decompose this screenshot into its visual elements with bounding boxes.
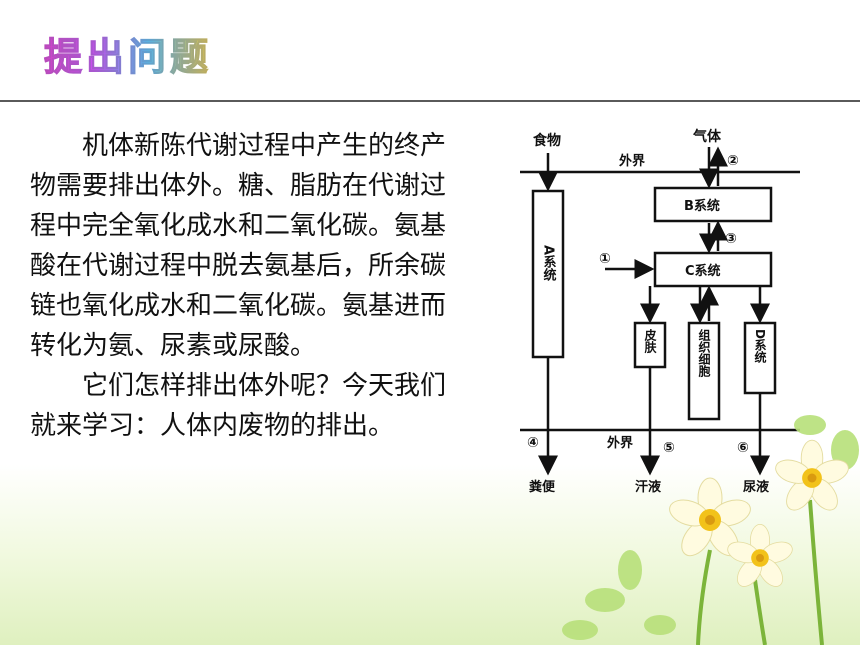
label-num3: ③ xyxy=(725,231,737,247)
title-bar: 提出问题 xyxy=(0,0,860,102)
flower-1 xyxy=(669,477,751,557)
label-num5: ⑤ xyxy=(663,440,675,456)
label-tissue-cells: 组织细胞 xyxy=(697,328,711,378)
label-num6: ⑥ xyxy=(737,440,749,456)
label-urine: 尿液 xyxy=(743,479,769,495)
label-system-c: C系统 xyxy=(685,263,721,279)
paragraph-2: 它们怎样排出体外呢？今天我们就来学习：人体内废物的排出。 xyxy=(30,371,447,441)
flower-3 xyxy=(775,439,849,511)
label-system-d: D系统 xyxy=(753,329,767,364)
label-outside-bottom: 外界 xyxy=(606,435,633,451)
label-system-a: A系统 xyxy=(541,245,557,283)
stems xyxy=(696,499,824,645)
label-skin: 皮肤 xyxy=(643,328,657,354)
body-text: 机体新陈代谢过程中产生的终产物需要排出体外。糖、脂肪在代谢过程中完全氧化成水和二… xyxy=(30,126,450,446)
leaves xyxy=(562,415,859,640)
label-sweat: 汗液 xyxy=(635,479,661,495)
label-gas: 气体 xyxy=(692,128,722,145)
slide-title: 提出问题 xyxy=(43,26,212,81)
label-food: 食物 xyxy=(533,132,561,149)
label-num4: ④ xyxy=(527,435,539,451)
excretion-diagram: 食物 气体 外界 ② B系统 C系统 ③ ① A系统 皮肤 组织细胞 D系统 外… xyxy=(520,128,800,495)
daffodil-decoration xyxy=(562,415,859,645)
label-num1: ① xyxy=(599,251,611,267)
flower-2 xyxy=(727,523,793,587)
label-outside-top: 外界 xyxy=(618,153,645,169)
label-feces: 粪便 xyxy=(529,479,556,495)
paragraph-1: 机体新陈代谢过程中产生的终产物需要排出体外。糖、脂肪在代谢过程中完全氧化成水和二… xyxy=(30,131,447,361)
label-num2: ② xyxy=(727,153,739,169)
label-system-b: B系统 xyxy=(684,198,720,214)
